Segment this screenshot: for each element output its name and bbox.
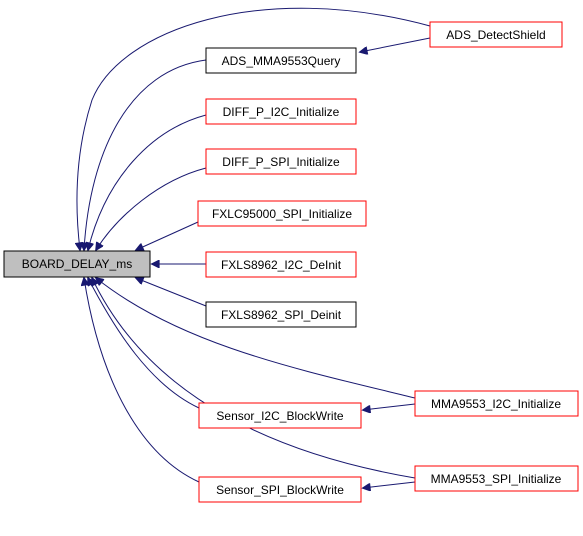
edge-diff-i2c-to-root	[88, 114, 207, 250]
node-diff-spi-label: DIFF_P_SPI_Initialize	[222, 155, 340, 169]
node-diff-spi[interactable]: DIFF_P_SPI_Initialize	[205, 148, 357, 175]
edge-ads-detect-to-ads-query	[360, 37, 431, 52]
edge-mma-i2c-to-sensor-i2c	[363, 403, 416, 410]
node-sensor-spi-label: Sensor_SPI_BlockWrite	[216, 483, 344, 497]
edge-mma-i2c-to-root	[96, 278, 416, 399]
edge-diff-spi-to-root	[96, 167, 207, 250]
edge-sensor-spi-to-root	[84, 278, 200, 483]
node-root[interactable]: BOARD_DELAY_ms	[3, 250, 151, 278]
edge-mma-spi-to-sensor-spi	[363, 481, 416, 488]
node-root-label: BOARD_DELAY_ms	[22, 257, 132, 271]
node-diff-i2c[interactable]: DIFF_P_I2C_Initialize	[205, 98, 357, 125]
node-fxls-i2c-deinit[interactable]: FXLS8962_I2C_DeInit	[205, 251, 357, 278]
edge-sensor-i2c-to-root	[88, 278, 200, 409]
node-mma-i2c-label: MMA9553_I2C_Initialize	[431, 397, 561, 411]
node-fxls-spi-deinit-label: FXLS8962_SPI_Deinit	[221, 308, 342, 322]
node-fxls-i2c-deinit-label: FXLS8962_I2C_DeInit	[221, 258, 342, 272]
node-mma-spi-label: MMA9553_SPI_Initialize	[431, 472, 562, 486]
node-ads-query-label: ADS_MMA9553Query	[222, 54, 341, 68]
node-ads-query[interactable]: ADS_MMA9553Query	[205, 47, 357, 74]
edge-fxlc-spi-to-root	[136, 221, 199, 250]
node-sensor-i2c[interactable]: Sensor_I2C_BlockWrite	[198, 402, 362, 429]
node-mma-i2c[interactable]: MMA9553_I2C_Initialize	[414, 390, 579, 417]
node-fxlc-spi-label: FXLC95000_SPI_Initialize	[212, 207, 352, 221]
node-fxls-spi-deinit[interactable]: FXLS8962_SPI_Deinit	[205, 301, 357, 328]
node-diff-i2c-label: DIFF_P_I2C_Initialize	[223, 105, 340, 119]
edge-ads-query-to-root	[84, 59, 207, 250]
node-sensor-i2c-label: Sensor_I2C_BlockWrite	[216, 409, 343, 423]
node-ads-detect-label: ADS_DetectShield	[446, 28, 545, 42]
node-sensor-spi[interactable]: Sensor_SPI_BlockWrite	[198, 476, 362, 503]
edge-ads-detect-to-root	[77, 7, 431, 250]
node-ads-detect[interactable]: ADS_DetectShield	[429, 21, 563, 48]
edges	[77, 7, 431, 488]
edge-fxls-spi-deinit-to-root	[136, 278, 207, 307]
node-mma-spi[interactable]: MMA9553_SPI_Initialize	[414, 465, 579, 492]
node-fxlc-spi[interactable]: FXLC95000_SPI_Initialize	[197, 200, 367, 227]
